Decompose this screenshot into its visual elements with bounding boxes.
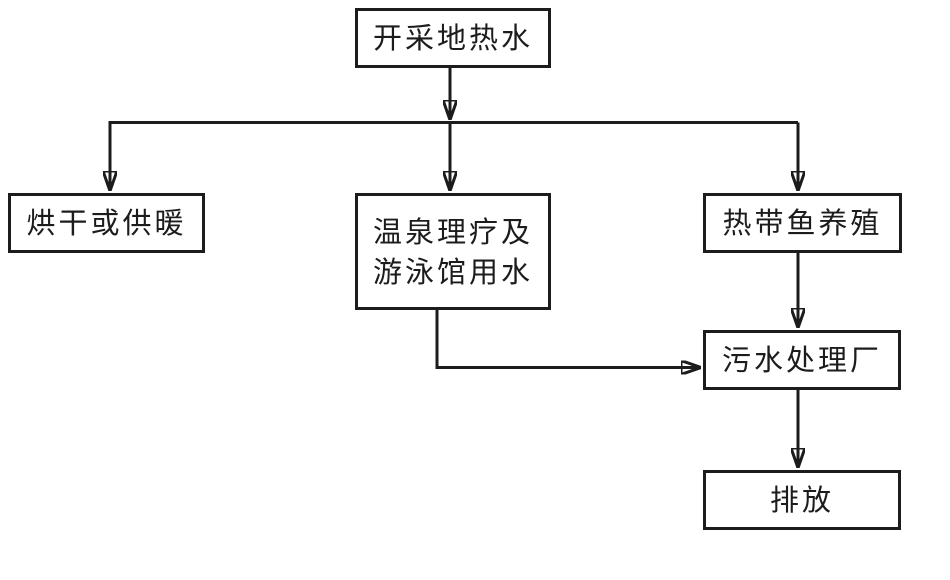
node-extract-geothermal-water: 开采地热水 bbox=[355, 8, 551, 68]
node-label: 排放 bbox=[769, 483, 834, 517]
node-label: 开采地热水 bbox=[372, 21, 533, 55]
node-label-line1: 温泉理疗及 bbox=[372, 214, 533, 249]
node-label: 污水处理厂 bbox=[721, 343, 882, 377]
node-label-line2: 游泳馆用水 bbox=[372, 254, 533, 289]
node-label: 烘干或供暖 bbox=[26, 206, 187, 240]
node-drying-or-heating: 烘干或供暖 bbox=[8, 193, 205, 253]
node-sewage-treatment-plant: 污水处理厂 bbox=[703, 330, 901, 390]
edge-spa-to-sewage bbox=[435, 310, 700, 368]
edge-branch-bar-to-drying bbox=[110, 121, 798, 191]
node-tropical-fish-farming: 热带鱼养殖 bbox=[703, 193, 902, 253]
node-hot-spring-therapy-swimming-pool-water: 温泉理疗及 游泳馆用水 bbox=[355, 193, 551, 310]
node-discharge: 排放 bbox=[703, 470, 901, 530]
node-label: 热带鱼养殖 bbox=[722, 206, 883, 240]
